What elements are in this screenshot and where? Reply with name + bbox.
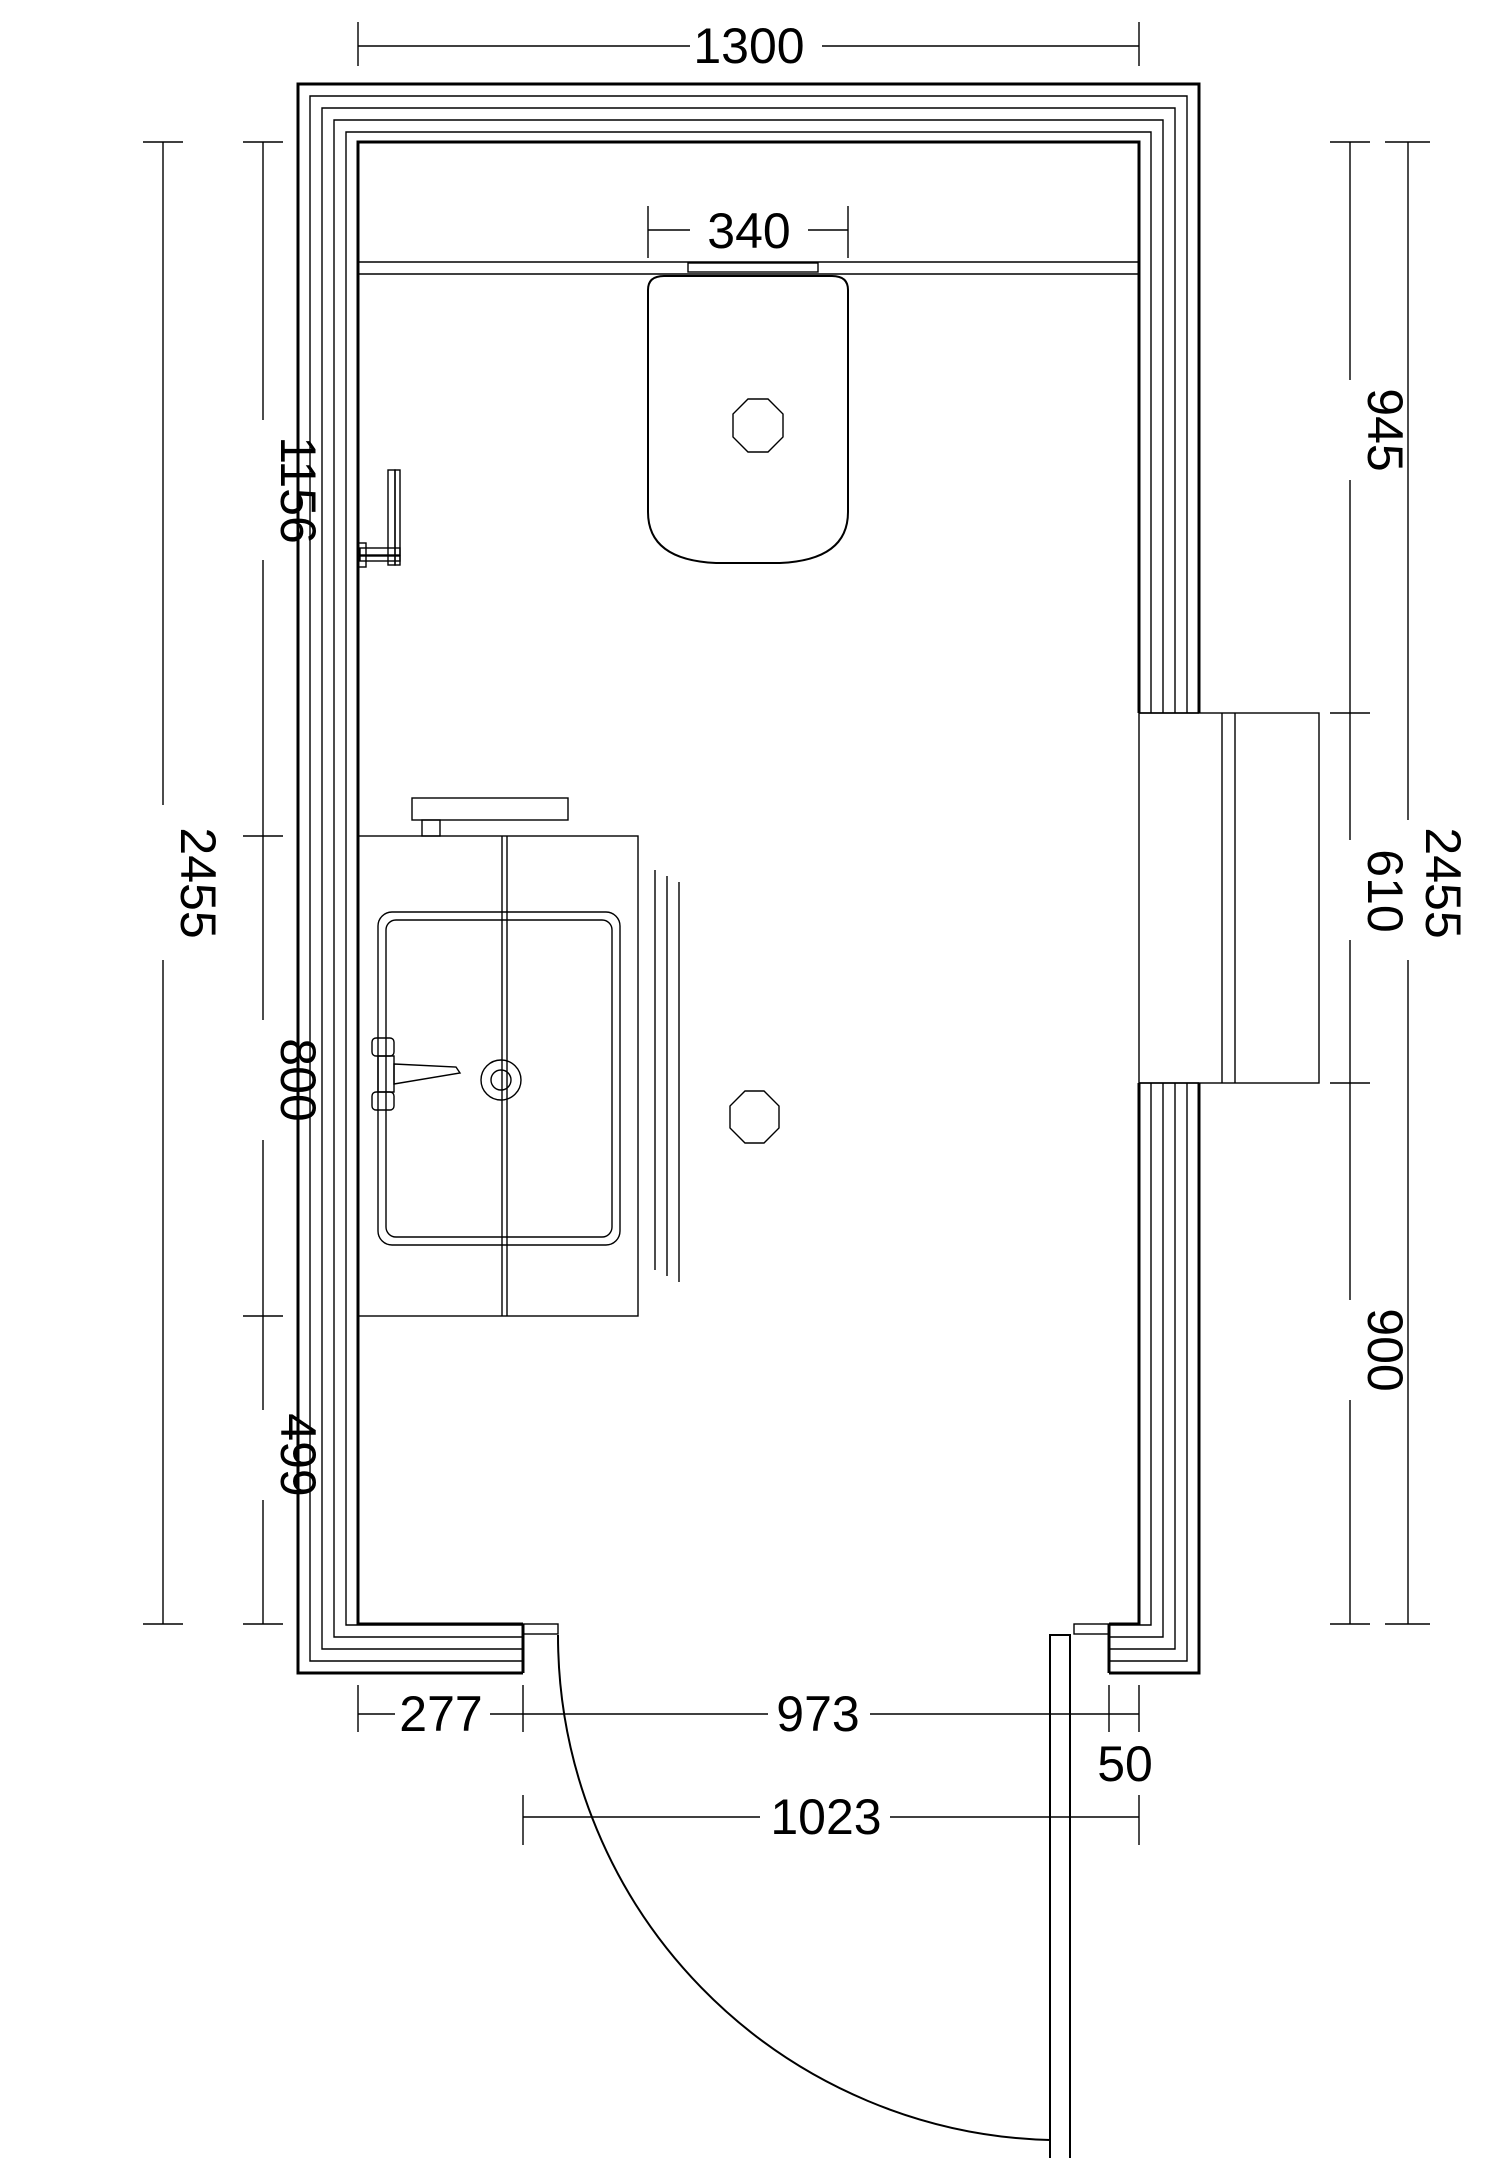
- dim-right-outer: 2455: [1415, 827, 1471, 938]
- inner-wall-line: [356, 140, 1141, 1626]
- toilet-waste-icon: [732, 398, 784, 453]
- basin-inner: [385, 919, 613, 1238]
- dim-width-top: 1300: [693, 18, 804, 74]
- door-leaf: [1049, 1634, 1071, 2158]
- dimension-lines: [143, 22, 1430, 1845]
- dim-left-top: 1156: [270, 436, 326, 544]
- window-frame: [1138, 712, 1320, 1084]
- flush-plate: [687, 262, 819, 273]
- vanity-door-swing-lines: [654, 870, 680, 1282]
- vanity-cabinet: [357, 835, 639, 1317]
- dim-left-bottom: 499: [270, 1413, 326, 1496]
- outer-wall-line: [296, 82, 1201, 1675]
- room-walls: [296, 82, 1201, 1675]
- wall-finish-line-2: [321, 107, 1176, 1650]
- vanity-unit: [357, 797, 680, 1317]
- cistern-boxing: [358, 261, 1139, 275]
- left-door-frame: [522, 1623, 559, 1635]
- dim-left-vanity: 800: [270, 1038, 326, 1121]
- dim-bottom-jamb: 50: [1097, 1736, 1153, 1792]
- vanity-tap-post: [421, 819, 441, 837]
- toilet: [647, 275, 849, 564]
- dim-bottom-left: 277: [399, 1686, 482, 1742]
- vanity-shelf: [411, 797, 569, 821]
- wall-finish-line-4: [345, 131, 1152, 1626]
- right-door-frame: [1073, 1623, 1110, 1635]
- basin-waste-inner: [490, 1069, 512, 1091]
- dim-right-bottom: 900: [1357, 1308, 1413, 1391]
- dim-bottom-opening: 973: [776, 1686, 859, 1742]
- dim-bottom-door: 1023: [770, 1789, 881, 1845]
- dim-left-outer: 2455: [170, 827, 226, 938]
- basin-tap-icon: [371, 1037, 462, 1111]
- dim-right-window: 610: [1357, 849, 1413, 932]
- floor-waste-icon: [729, 1090, 780, 1144]
- dim-right-top: 945: [1357, 388, 1413, 471]
- door-swing-arc: [557, 1634, 1051, 2141]
- door: [557, 1634, 1071, 2158]
- wall-finish-line-1: [309, 95, 1188, 1662]
- dimension-labels: 1300 340 2455 1156 800 499 945 610 900 2…: [170, 18, 1471, 1845]
- window: [1138, 712, 1320, 1084]
- basin-waste-icon: [480, 1059, 522, 1101]
- basin-outer: [377, 911, 621, 1246]
- wall-finish-line-3: [333, 119, 1164, 1638]
- toilet-bowl-outline: [647, 275, 849, 564]
- dim-wc-width: 340: [707, 203, 790, 259]
- toilet-roll-holder-icon: [357, 469, 401, 568]
- vanity-door-split: [501, 836, 508, 1316]
